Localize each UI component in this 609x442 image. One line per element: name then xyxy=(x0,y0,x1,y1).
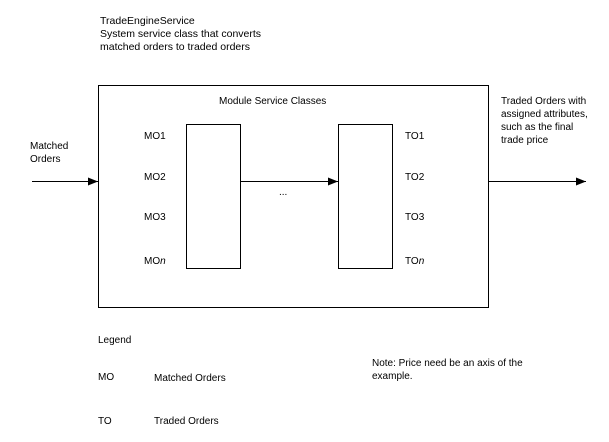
service-description-line2: matched orders to traded orders xyxy=(100,41,250,53)
module-service-box xyxy=(98,85,489,308)
output-label-line3: such as the final xyxy=(501,122,574,133)
input-module-rect xyxy=(186,124,241,269)
output-label-line2: assigned attributes, xyxy=(501,109,588,120)
service-name: TradeEngineService xyxy=(100,15,195,27)
input-item-n: MOn xyxy=(144,256,166,268)
note-line2: example. xyxy=(372,371,413,382)
output-item-2: TO2 xyxy=(405,172,425,183)
legend-title: Legend xyxy=(98,335,132,346)
note-line1: Note: Price need be an axis of the xyxy=(372,358,523,369)
output-item-n-prefix: TO xyxy=(405,256,419,267)
input-item-1: MO1 xyxy=(144,131,166,142)
legend-abbr-to: TO xyxy=(98,416,112,427)
output-item-n-suffix: n xyxy=(418,256,425,267)
output-item-n: TOn xyxy=(405,256,424,268)
legend-meaning-mo: Matched Orders xyxy=(154,373,226,384)
input-label-line2: Orders xyxy=(30,154,61,165)
output-label-line1: Traded Orders with xyxy=(501,96,587,107)
output-module-rect xyxy=(338,124,393,269)
input-item-3: MO3 xyxy=(144,212,166,223)
input-label-line1: Matched xyxy=(30,141,69,152)
input-item-2: MO2 xyxy=(144,172,166,183)
ellipsis: ... xyxy=(279,187,288,198)
input-item-n-prefix: MO xyxy=(144,256,161,267)
output-item-3: TO3 xyxy=(405,212,425,223)
legend-abbr-mo: MO xyxy=(98,372,115,383)
module-label: Module Service Classes xyxy=(219,96,327,107)
input-item-n-suffix: n xyxy=(160,256,166,267)
output-item-1: TO1 xyxy=(405,131,425,142)
service-description: TradeEngineService System service class … xyxy=(100,15,261,54)
output-label-line4: trade price xyxy=(501,135,549,146)
legend-meaning-to: Traded Orders xyxy=(154,416,219,427)
service-description-line1: System service class that converts xyxy=(100,28,262,40)
